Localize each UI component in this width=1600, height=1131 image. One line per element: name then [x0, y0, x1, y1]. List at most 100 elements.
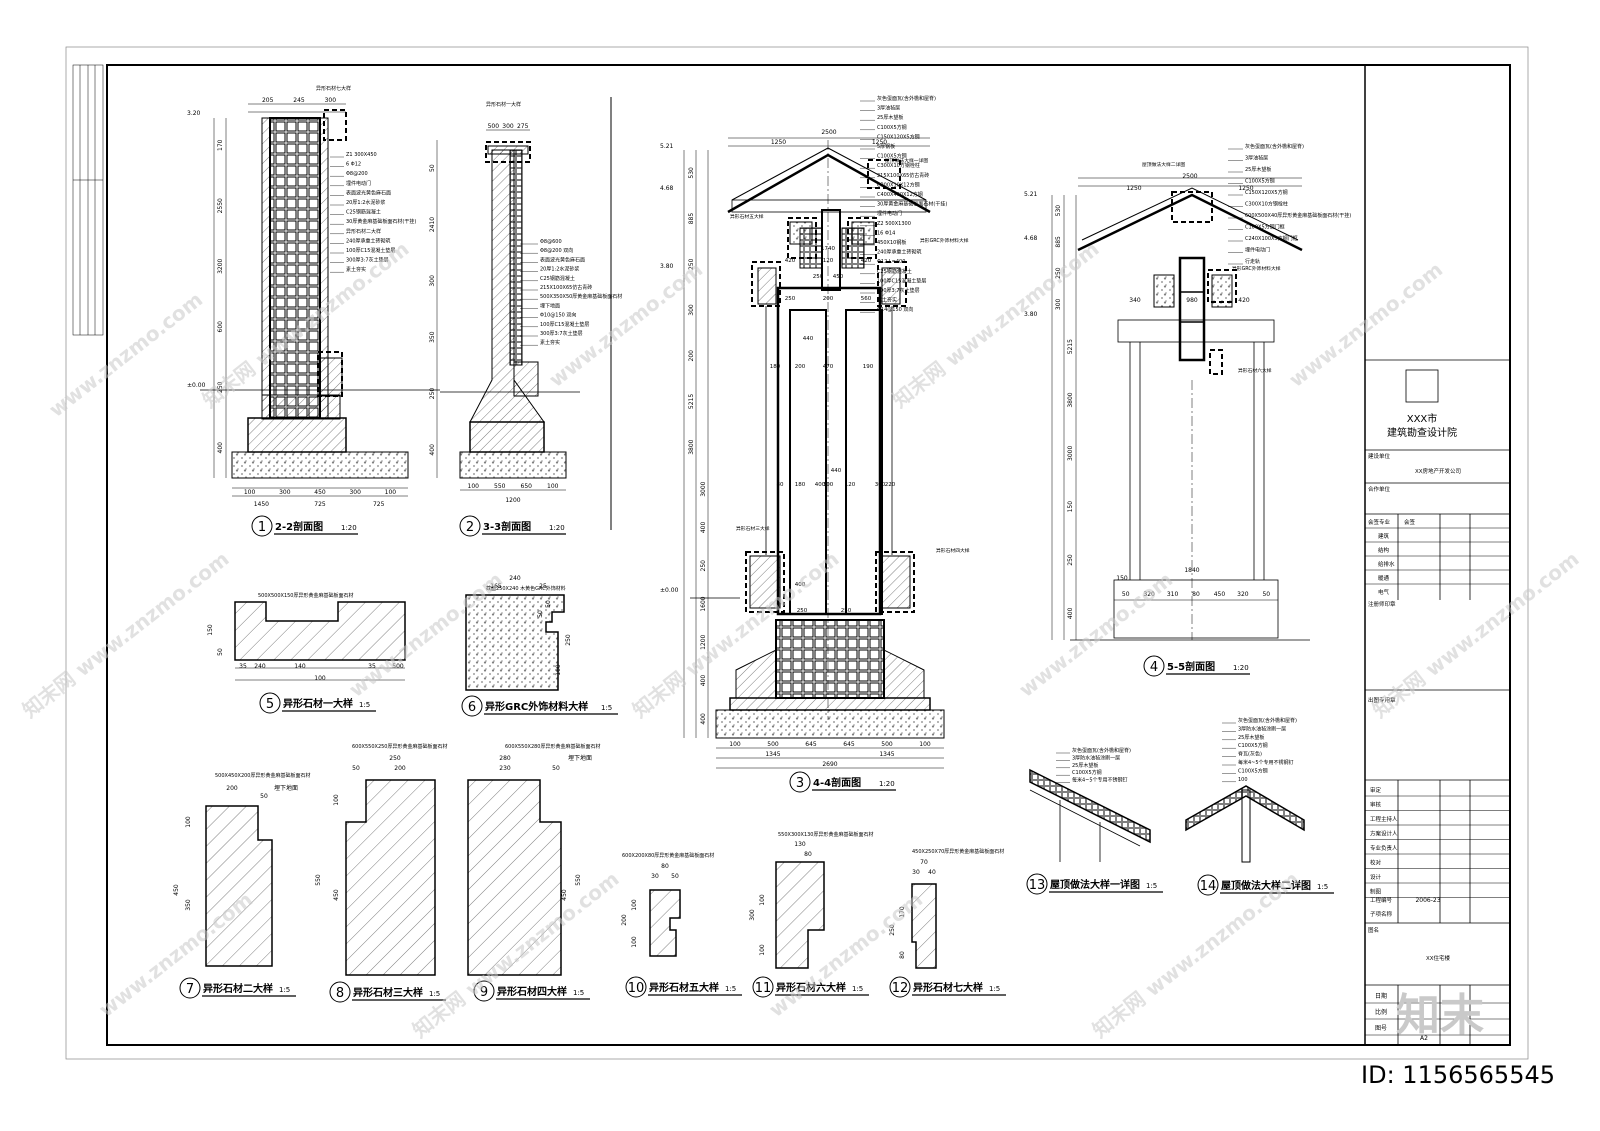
annotation-text: 灰色蛋面瓦(含外檐和屋脊): [877, 95, 936, 102]
view-number: 7: [186, 982, 194, 997]
dimension-text: 1740: [821, 246, 835, 252]
view-number-circle: [889, 976, 911, 998]
dimension-text: 450: [314, 489, 326, 496]
elevation-mark: 4.68: [1024, 235, 1038, 242]
dimension-text: 200: [823, 296, 834, 302]
elevation-mark: 3.80: [1024, 311, 1038, 318]
dimension-text: 300: [349, 489, 361, 496]
dimension-text: 400: [1067, 607, 1074, 619]
view-scale: 1:20: [341, 524, 357, 532]
client-label: 建设单位: [1368, 452, 1391, 460]
dimension-text: 100: [759, 944, 766, 956]
annotation-text: 100厚C15混凝土垫层: [346, 247, 395, 254]
bottom-label: 图号: [1375, 1025, 1387, 1032]
dimension-text: 170: [899, 906, 906, 918]
dimension-text: 50: [1122, 591, 1130, 598]
annotation-text: 300厚3:7灰土垫层: [540, 330, 583, 337]
registered-seal-label: 注册师印章: [1368, 600, 1396, 608]
view-title: 异形石材一大样: [283, 697, 353, 710]
view-number: 11: [755, 981, 772, 996]
callout-text: 屋顶做法大样二详图: [1142, 161, 1185, 168]
dimension-text: 300: [688, 304, 695, 316]
dimension-text: 180: [795, 482, 806, 488]
elevation-mark: 3.20: [187, 110, 201, 117]
dimension-text: 450: [833, 274, 844, 280]
dimension-text: 100: [244, 489, 256, 496]
annotation-text: 素土夯实: [877, 297, 897, 304]
dimension-text: 400: [700, 713, 707, 725]
view-title: 异形石材六大样: [776, 981, 846, 994]
view-number-circle: [789, 771, 811, 793]
detail-spec: 600X550X250厚异形黄金麻基础板面石材: [352, 743, 447, 750]
annotation-text: 100厚C15混凝土垫层: [877, 277, 926, 284]
dimension-text: 250: [700, 560, 707, 572]
detail-spec: 550X300X130厚异形黄金麻基础板面石材: [778, 831, 873, 838]
dimension-text: 885: [1055, 236, 1062, 248]
dimension-text: 2690: [822, 761, 837, 768]
annotation-text: 240厚承重土砖砌筑: [346, 237, 391, 244]
dimension-text: 240: [254, 663, 266, 670]
view-title: 异形石材五大样: [649, 981, 719, 994]
title-block-text: 会签专业会签建筑结构给排水暖通电气审定审核工程主持人方案设计人专业负责人校对设计…: [1368, 518, 1416, 1032]
dimension-text: 885: [688, 213, 695, 225]
annotation-text: 215X100X65仿古青砖: [540, 284, 592, 291]
annotation-text: Φ8@200: [346, 171, 368, 177]
callout-text: 屋顶做法大样一详图: [885, 157, 928, 164]
discipline-label: 暖通: [1378, 574, 1390, 582]
dimension-text: 240: [509, 575, 521, 582]
client-value: XX房地产开发公司: [1415, 467, 1461, 475]
annotation-text: 6 Φ12: [346, 162, 361, 168]
annotation-text: 灰色蛋面瓦(含外檐和屋脊): [1072, 747, 1131, 754]
view-scale: 1:20: [549, 524, 565, 532]
detail-spec: 600X550X280厚异形黄金麻基础板面石材: [505, 743, 600, 750]
detail-10-shape: [649, 889, 681, 957]
watermark-text: www.znzmo.com: [1014, 567, 1177, 702]
dimension-text: 35: [368, 663, 376, 670]
annotation-text: 异形石材二大样: [346, 228, 381, 235]
dimension-text: 1345: [879, 751, 894, 758]
annotation-text: 埋件电动门: [1245, 247, 1270, 254]
dimension-text: 530: [688, 167, 695, 179]
dimension-text: 30: [651, 873, 659, 880]
dimension-text: 450: [561, 889, 568, 901]
discipline-label: 电气: [1378, 588, 1390, 596]
view-number-circle: [251, 515, 273, 537]
view-title: 屋顶做法大样二详图: [1221, 879, 1311, 892]
dimension-text: 350: [185, 899, 192, 911]
role-label: 工程主持人: [1370, 815, 1398, 823]
annotation-text: C100X5方钢: [877, 153, 907, 160]
drawing-seal-label: 出图专用章: [1368, 696, 1396, 704]
role-label: 制图: [1370, 888, 1382, 896]
dimension-text: 530: [1055, 205, 1062, 217]
dimension-text: 180: [770, 364, 781, 370]
watermark-logo: 知末: [1396, 990, 1484, 1041]
dimension-text: 100: [385, 489, 397, 496]
annotation-text: 450X10钢板: [877, 239, 906, 246]
annotation-text: 素土夯实: [540, 339, 560, 346]
dimension-text: 80: [804, 851, 812, 858]
dimension-text: 560: [861, 296, 872, 302]
elevation-mark: 5.21: [660, 143, 674, 150]
dimension-text: 150: [1067, 501, 1074, 513]
dimension-text: 200: [621, 914, 628, 926]
dimension-text: 300: [749, 909, 756, 921]
view-number: 2: [466, 520, 474, 535]
annotation-text: C100X5方钢: [877, 124, 907, 131]
view-number: 14: [1200, 879, 1217, 894]
annotation-text: 3厚防水油毡涂刷一层: [1238, 725, 1286, 732]
dimension-text: 100: [631, 899, 638, 911]
dimension-text: 300: [823, 482, 834, 488]
drawing-name-value: XX住宅楼: [1426, 954, 1451, 962]
annotation-text: 3厚防水油毡涂刷一层: [1072, 754, 1120, 761]
dimension-text: 450: [1214, 591, 1226, 598]
role-label: 方案设计人: [1370, 830, 1398, 838]
annotation-text: 3厚油毡层: [1245, 155, 1268, 162]
dimension-text: 50: [260, 793, 268, 800]
callout-text: 异形石材七大样: [316, 85, 351, 92]
dimension-text: 1200: [700, 634, 707, 649]
view-number-circle: [1197, 874, 1219, 896]
dimension-text: 5215: [1067, 339, 1074, 354]
annotation-text: 3厚油毡层: [877, 105, 900, 112]
view-scale: 1:5: [725, 985, 736, 993]
